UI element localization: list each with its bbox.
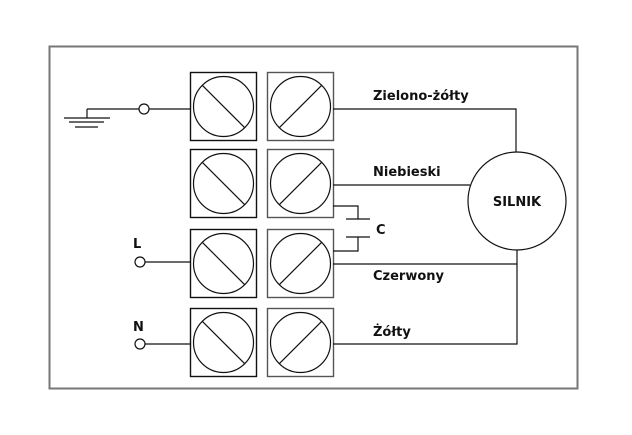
neutral-input [134,338,190,350]
screw-head-icon [192,152,255,215]
screw-head-icon [269,152,332,215]
screw-slot [278,241,323,286]
terminal-screw [189,148,258,219]
terminal-box [189,71,258,142]
wire-label-czerwony: Czerwony [373,269,445,284]
terminal-screw [266,71,335,142]
screw-head-icon [192,232,255,295]
screw-head-icon [269,311,332,374]
line-input [134,256,190,268]
terminal-screw [189,307,258,378]
wire-label-zolty: Żółty [373,324,411,340]
screw-slot [201,84,246,129]
wire-label-zielono-zolty: Zielono-żółty [373,89,469,104]
screw-slot [278,320,323,365]
terminal-screw [266,148,335,219]
diagram-frame [48,45,579,390]
terminal-screw [189,71,258,142]
screw-head-icon [192,311,255,374]
screw-slot [201,161,246,206]
wire-czerwony [333,250,518,265]
screw-slot [201,320,246,365]
screw-head-icon [269,75,332,138]
capacitor [333,205,370,252]
screw-head-icon [269,232,332,295]
terminal-screw [189,228,258,299]
wire-label-niebieski: Niebieski [373,165,441,180]
motor-label: SILNIK [493,195,542,210]
terminal-screw [266,228,335,299]
screw-slot [201,241,246,286]
wire-zolty [333,264,518,345]
capacitor-label: C [376,223,386,238]
neutral-input-label: N [133,320,144,335]
ground-icon [64,103,190,128]
screw-slot [278,161,323,206]
terminal-block [189,71,335,378]
wire-zielono-zolty [333,108,517,152]
terminal-screw [266,307,335,378]
line-input-label: L [133,237,141,252]
screw-head-icon [192,75,255,138]
screw-slot [278,84,323,129]
